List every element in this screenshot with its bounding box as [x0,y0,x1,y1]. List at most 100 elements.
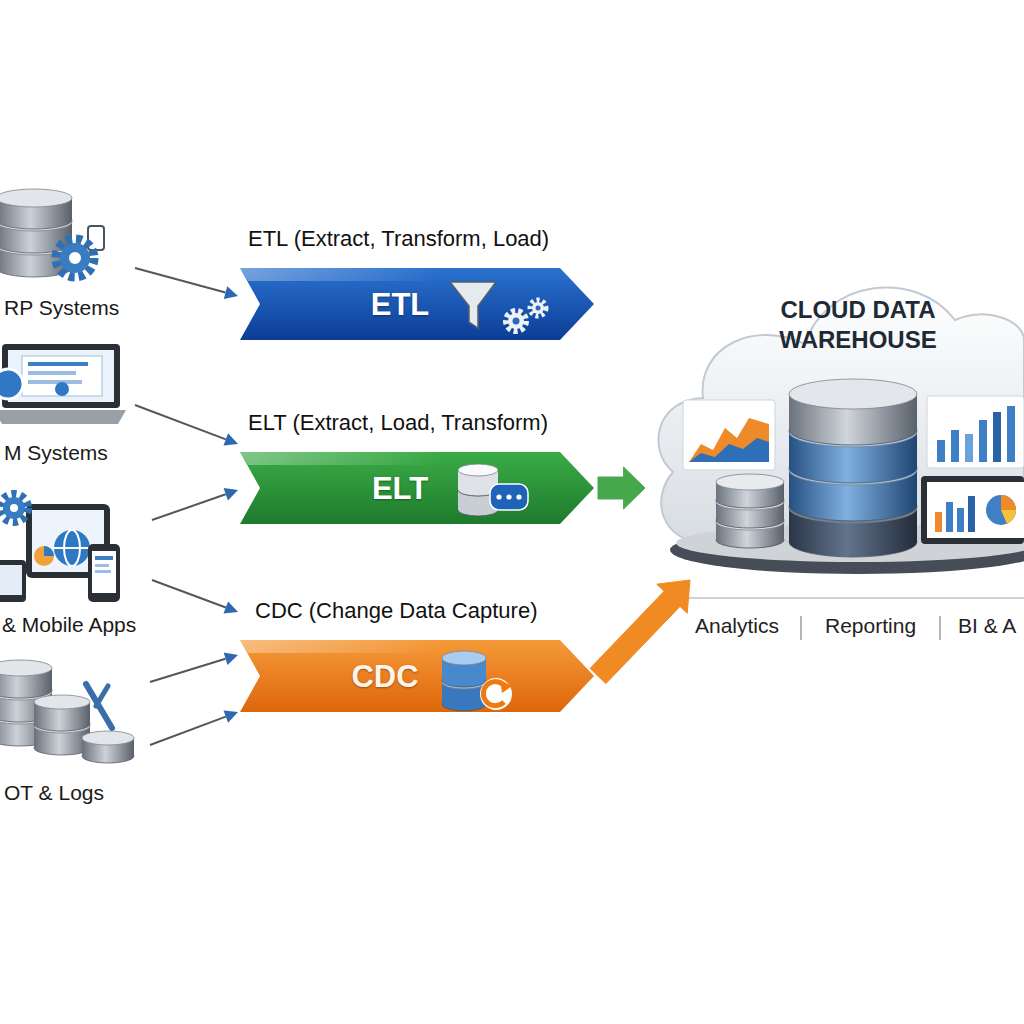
iot-icon-part [0,660,52,676]
erp-icon [0,189,104,277]
crm-icon-part [0,410,126,424]
cloud-shape-part [716,474,784,490]
cloud-shape-part [935,512,942,532]
band-arrow-shape-part [536,306,541,311]
band-arrow-shape-part [496,494,501,499]
cloud-shape-part [951,430,959,462]
node-label: ETL (Extract, Transform, Load) [248,226,549,252]
apps-icon-part [95,556,113,560]
connector-arrow [150,711,238,746]
flow-arrow [590,580,690,684]
output-divider-part [665,597,1024,599]
source-system: RP Systems [0,190,135,325]
output-label: Analytics [695,614,779,638]
process-band: CDC (Change Data Capture)CDC [238,594,598,716]
connector-arrow [152,580,238,614]
apps-icon-part [92,551,116,593]
cloud-shape-part [689,418,769,462]
node-label: & Mobile Apps [2,612,136,637]
apps-icon-part [3,497,25,519]
cloud-shape-part [937,440,945,462]
cloud-shape-part [968,496,975,532]
connector-line [150,659,226,682]
flow-arrow-body [590,580,690,684]
apps-icon-part [95,564,109,567]
output-divider-part [939,616,941,640]
band-arrow-shape-part [516,494,521,499]
crm-icon-part [55,382,69,396]
apps-icon-part [26,504,110,578]
cloud-warehouse: CLOUD DATA WAREHOUSE [645,250,1024,580]
arrow-head [224,601,239,613]
band-arrow-shape-part [442,651,486,665]
iot-icon-part [86,684,112,728]
band-arrow-shape-part [458,464,498,476]
connector-arrow [150,653,238,682]
apps-icon-part [88,544,120,602]
cloud-shape-part [1001,510,1016,524]
arrow-head [224,488,238,500]
band-arrow-shape-part [240,640,572,653]
node-sublabel: ELT [338,470,462,507]
connector-line [135,405,226,439]
iot-icon-part [34,695,90,709]
flow-arrow [598,467,645,509]
flow-arrow-body [598,467,645,509]
node-label: CDC (Change Data Capture) [255,598,537,624]
apps-icon-part [54,547,90,549]
apps-icon [0,494,120,602]
apps-icon-part [44,546,54,556]
band-arrow-shape-part [506,311,526,331]
process-band: ELT (Extract, Load, Transform) ELT [238,406,598,528]
band-arrow-shape-part [500,680,512,693]
apps-icon-part [54,530,90,566]
cloud-shape-part [946,502,953,532]
crm-icon-part [8,350,114,402]
node-label: CLOUD DATA WAREHOUSE [753,295,963,355]
process-band: ETL (Extract, Transform, Load) ETL [238,222,598,344]
band-arrow-shape-part [240,452,572,465]
node-label: ELT (Extract, Load, Transform) [248,410,548,436]
arrow-head [224,711,239,723]
cloud-shape-part [1001,495,1016,510]
connector-arrow [152,488,238,520]
band-arrow-shape-part [450,282,496,328]
iot-icon [0,660,134,763]
band-arrow-shape-part [532,302,544,314]
cloud-shape-part [927,482,1024,538]
source-system: M Systems [0,335,135,470]
connector-line [135,268,225,293]
iot-icon-part [96,686,108,706]
cloud-shape-part [789,379,917,409]
crm-icon-part [22,356,102,396]
apps-icon-part [0,560,26,602]
cloud-shape-part [986,495,1016,525]
connector-arrow [135,268,238,299]
cloud-shape-part [957,508,964,532]
band-arrow-shape-part [513,318,520,325]
node-sublabel: ETL [338,286,462,323]
band-arrow-shape-part [490,484,528,510]
apps-icon-part [0,494,28,522]
band-arrow-shape-part [480,678,512,710]
cloud-shape-part [1007,406,1015,462]
cloud-shape-part [965,434,973,462]
output-label: BI & A [958,614,1016,638]
output-label: Reporting [825,614,916,638]
crm-icon-part [28,380,82,384]
apps-icon-part [95,570,111,573]
crm-icon [0,344,126,424]
crm-icon-part [28,371,76,375]
node-label: RP Systems [4,295,119,320]
output-divider-part [800,616,802,640]
cloud-shape-part [979,420,987,462]
arrow-head [224,286,238,299]
band-arrow-shape-part [240,268,594,340]
connector-line [152,494,226,520]
iot-icon-part [82,731,134,745]
erp-icon-part [88,226,104,250]
